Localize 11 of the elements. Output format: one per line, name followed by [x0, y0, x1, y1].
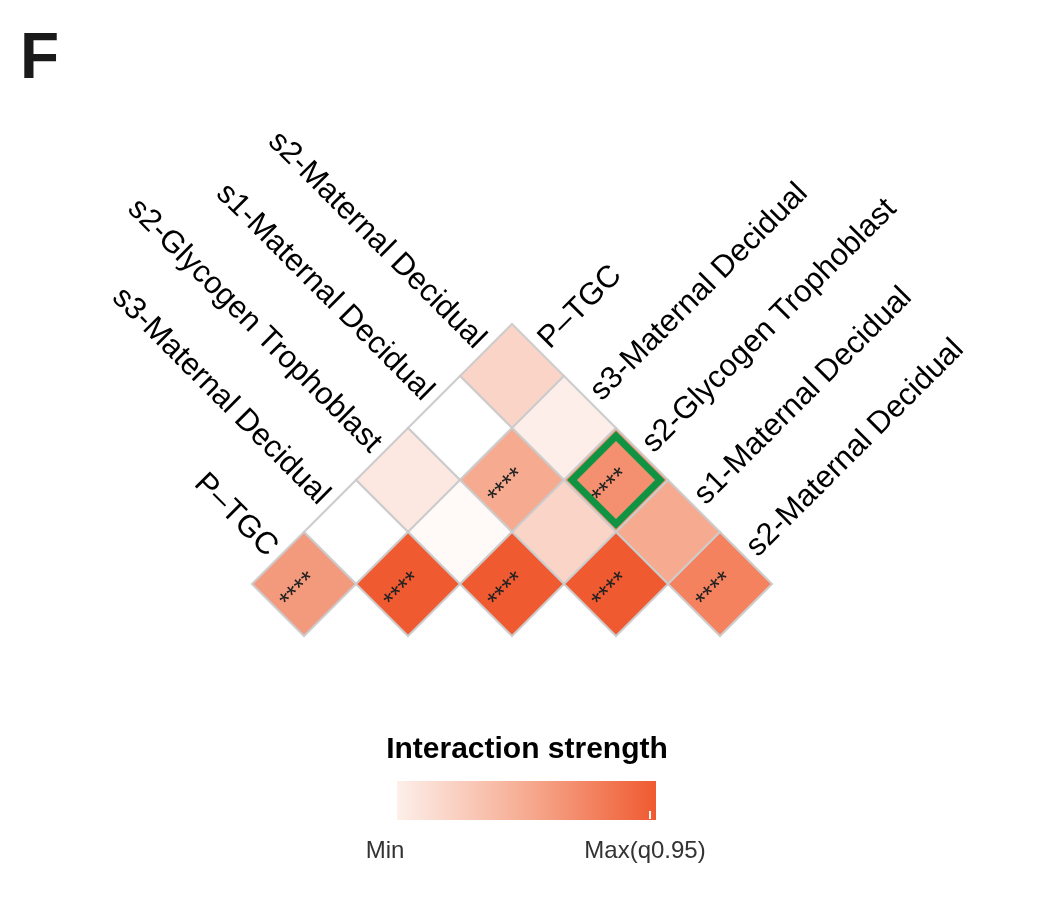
significance-mark: ****	[376, 564, 427, 615]
significance-mark: ****	[584, 564, 635, 615]
panel-letter: F	[20, 20, 60, 92]
significance-mark: ****	[480, 460, 531, 511]
significance-mark: ****	[480, 564, 531, 615]
significance-mark: ****	[688, 564, 739, 615]
significance-mark: ****	[584, 460, 635, 511]
scale-label: Min	[365, 836, 405, 863]
legend-title: Interaction strength	[386, 731, 668, 764]
significance-mark: ****	[272, 564, 323, 615]
scale-label: Max(q0.95)	[584, 836, 706, 863]
